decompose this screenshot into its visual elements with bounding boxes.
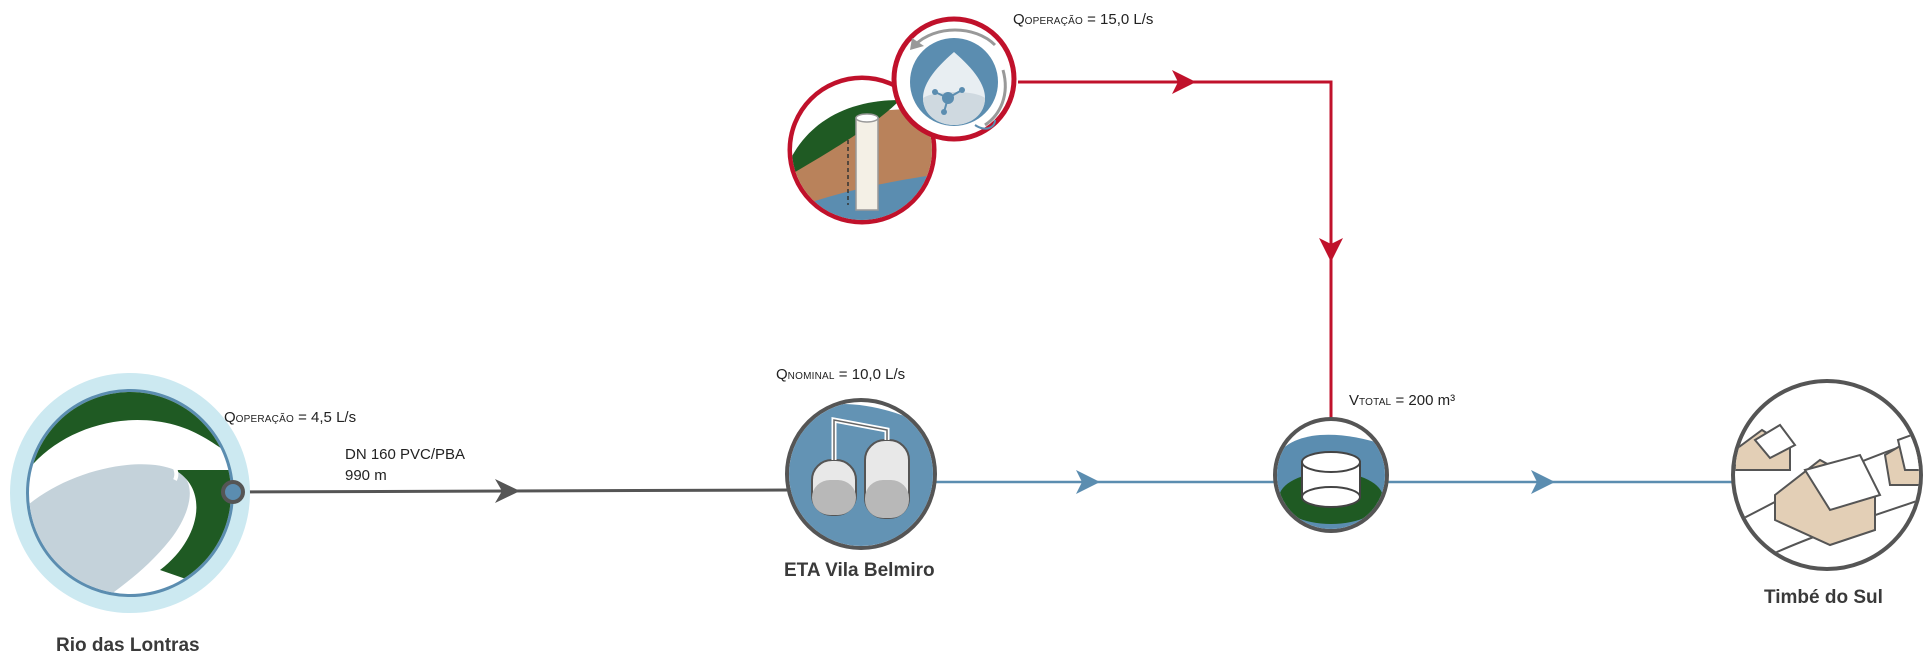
destination-name: Timbé do Sul [1764,587,1883,608]
flow-symbol: Q [776,366,788,383]
treatment-plant-icon [785,398,937,550]
well-treatment-icon [787,16,1017,225]
source-flow-label: QOPERAÇÃO = 4,5 L/s [224,409,356,429]
pipe-diameter-label: DN 160 PVC/PBA [345,446,466,463]
well-flow-label: QOPERAÇÃO = 15,0 L/s [1013,11,1153,31]
volume-symbol: V [1349,392,1360,409]
volume-subscript: TOTAL [1359,397,1392,408]
treatment-flow-label: QNOMINAL = 10,0 L/s [776,366,905,386]
flow-arrow-icon [1531,470,1555,494]
pipe-length-label: 990 m [345,467,387,484]
flow-value: = 10,0 L/s [834,366,906,383]
flow-subscript: OPERAÇÃO [235,414,294,425]
flow-arrow-icon [1319,238,1343,262]
flow-subscript: NOMINAL [787,371,835,382]
river-source-icon [10,373,250,613]
flow-symbol: Q [224,409,236,426]
reservoir-volume-label: VTOTAL = 200 m³ [1349,392,1455,412]
flow-arrow-icon [495,479,520,503]
flow-subscript: OPERAÇÃO [1024,16,1083,27]
flow-arrow-icon [1172,70,1196,94]
city-icon [1731,379,1923,571]
reservoir-icon [1273,417,1389,533]
volume-value: = 200 m³ [1391,392,1456,409]
flow-value: = 15,0 L/s [1082,11,1154,28]
source-name: Rio das Lontras [56,635,200,656]
treatment-plant-name: ETA Vila Belmiro [784,560,935,581]
flow-symbol: Q [1013,11,1025,28]
well-pipe [1018,80,1333,421]
flow-arrow-icon [1076,470,1100,494]
flow-value: = 4,5 L/s [293,409,357,426]
